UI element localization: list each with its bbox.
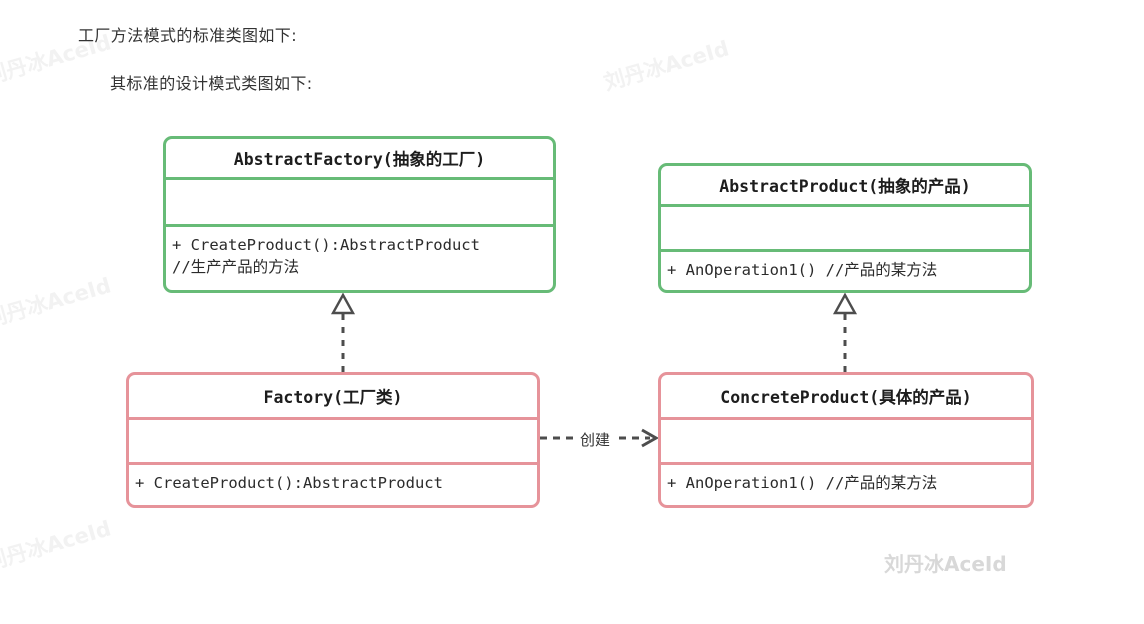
uml-class-factory[interactable]: Factory(工厂类) + CreateProduct():AbstractP… <box>126 372 540 508</box>
watermark-faint-left-bottom: 刘丹冰AceId <box>0 516 114 575</box>
uml-divider <box>661 249 1029 252</box>
uml-class-concrete-product[interactable]: ConcreteProduct(具体的产品) + AnOperation1() … <box>658 372 1034 508</box>
uml-class-title-abstract-factory: AbstractFactory(抽象的工厂) <box>233 150 486 169</box>
uml-divider <box>166 177 553 180</box>
connector-concreteproduct-realizes-abstractproduct <box>832 292 858 372</box>
uml-methods-abstract-factory: + CreateProduct():AbstractProduct //生产产品… <box>172 236 480 276</box>
watermark-faint-left-middle: 刘丹冰AceId <box>0 273 114 332</box>
uml-class-title-factory: Factory(工厂类) <box>263 388 403 407</box>
uml-attributes-abstract-product <box>661 207 1029 249</box>
uml-attributes-factory <box>129 420 537 462</box>
uml-methods-abstract-product: + AnOperation1() //产品的某方法 <box>667 261 938 279</box>
uml-divider <box>661 417 1031 420</box>
intro-heading-2: 其标准的设计模式类图如下: <box>110 74 313 93</box>
uml-methods-factory: + CreateProduct():AbstractProduct <box>135 474 443 492</box>
connector-factory-realizes-abstractfactory <box>330 292 356 372</box>
watermark-faint-center-top: 刘丹冰AceId <box>601 36 732 95</box>
uml-class-title-concrete-product: ConcreteProduct(具体的产品) <box>720 388 972 407</box>
uml-attributes-abstract-factory <box>166 180 553 224</box>
uml-class-abstract-factory[interactable]: AbstractFactory(抽象的工厂) + CreateProduct()… <box>163 136 556 293</box>
uml-class-abstract-product[interactable]: AbstractProduct(抽象的产品) + AnOperation1() … <box>658 163 1032 293</box>
uml-class-title-abstract-product: AbstractProduct(抽象的产品) <box>719 177 971 196</box>
uml-methods-concrete-product: + AnOperation1() //产品的某方法 <box>667 474 938 492</box>
connector-label-create: 创建 <box>578 429 613 450</box>
uml-divider <box>129 417 537 420</box>
uml-divider <box>661 462 1031 465</box>
uml-attributes-concrete-product <box>661 420 1031 462</box>
uml-divider <box>166 224 553 227</box>
watermark-solid-bottom-right: 刘丹冰AceId <box>884 552 1007 576</box>
uml-divider <box>661 204 1029 207</box>
uml-divider <box>129 462 537 465</box>
intro-heading-1: 工厂方法模式的标准类图如下: <box>78 26 297 45</box>
